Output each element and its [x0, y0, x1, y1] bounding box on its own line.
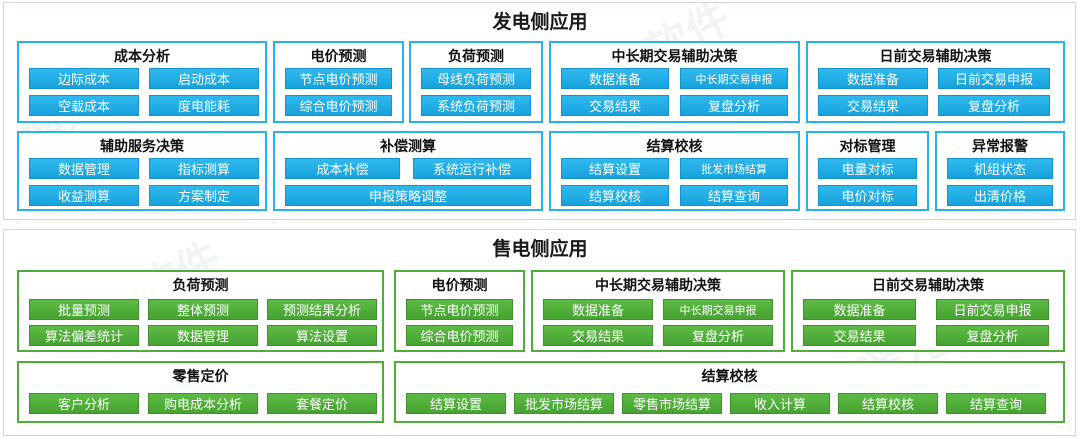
gen-ancillary-service-box: 辅助服务决策 数据管理 指标测算 收益测算 方案制定 — [17, 131, 267, 211]
sell-load-btn-analysis[interactable]: 预测结果分析 — [267, 299, 377, 320]
retail-side-title: 售电侧应用 — [492, 238, 588, 260]
gen-settlement-box: 结算校核 结算设置 批发市场结算 结算校核 结算查询 — [549, 131, 800, 211]
gen-aux-btn-plan[interactable]: 方案制定 — [149, 185, 259, 206]
box-title: 日前交易辅助决策 — [872, 278, 984, 294]
box-title: 补偿测算 — [380, 139, 436, 155]
gen-cost-btn-noload[interactable]: 空载成本 — [29, 95, 139, 116]
gen-price-btn-node[interactable]: 节点电价预测 — [285, 68, 392, 89]
box-title: 对标管理 — [839, 139, 896, 155]
gen-comp-btn-strategy[interactable]: 申报策略调整 — [285, 185, 531, 206]
gen-day-btn-review[interactable]: 复盘分析 — [938, 95, 1050, 116]
gen-aux-btn-index[interactable]: 指标测算 — [149, 158, 259, 179]
gen-comp-btn-system[interactable]: 系统运行补偿 — [413, 158, 531, 179]
sell-price-btn-composite[interactable]: 综合电价预测 — [406, 325, 513, 346]
sell-day-btn-review[interactable]: 复盘分析 — [936, 325, 1049, 346]
sell-load-btn-algorithm[interactable]: 算法设置 — [267, 325, 377, 346]
gen-cost-analysis-box: 成本分析 边际成本 启动成本 空载成本 度电能耗 — [17, 41, 267, 123]
sell-mid-btn-review[interactable]: 复盘分析 — [663, 325, 773, 346]
sell-settlement-box: 结算校核 结算设置 批发市场结算 零售市场结算 收入计算 结算校核 结算查询 — [394, 361, 1065, 423]
gen-load-forecast-box: 负荷预测 母线负荷预测 系统负荷预测 — [409, 41, 543, 123]
box-title: 负荷预测 — [448, 49, 504, 65]
gen-settle-btn-wholesale[interactable]: 批发市场结算 — [680, 158, 788, 179]
gen-day-btn-data[interactable]: 数据准备 — [818, 68, 928, 89]
gen-settle-btn-setup[interactable]: 结算设置 — [561, 158, 669, 179]
gen-comp-btn-cost[interactable]: 成本补偿 — [285, 158, 400, 179]
sell-settle-btn-query[interactable]: 结算查询 — [946, 393, 1046, 414]
gen-day-btn-result[interactable]: 交易结果 — [818, 95, 928, 116]
gen-compensation-box: 补偿测算 成本补偿 系统运行补偿 申报策略调整 — [273, 131, 543, 211]
sell-price-btn-node[interactable]: 节点电价预测 — [406, 299, 513, 320]
retail-side-panel — [3, 229, 1076, 436]
gen-cost-btn-marginal[interactable]: 边际成本 — [29, 68, 139, 89]
box-title: 结算校核 — [646, 139, 703, 155]
sell-mid-btn-data[interactable]: 数据准备 — [543, 299, 653, 320]
sell-load-btn-data[interactable]: 数据管理 — [148, 325, 258, 346]
sell-retail-pricing-box: 零售定价 客户分析 购电成本分析 套餐定价 — [17, 361, 384, 423]
sell-midlong-trade-box: 中长期交易辅助决策 数据准备 中长期交易申报 交易结果 复盘分析 — [531, 270, 785, 352]
gen-benchmark-box: 对标管理 电量对标 电价对标 — [806, 131, 929, 211]
sell-retail-btn-package[interactable]: 套餐定价 — [267, 393, 377, 414]
gen-cost-btn-energy[interactable]: 度电能耗 — [149, 95, 259, 116]
generation-side-title: 发电侧应用 — [492, 11, 588, 33]
gen-settle-btn-check[interactable]: 结算校核 — [561, 185, 669, 206]
sell-day-btn-result[interactable]: 交易结果 — [803, 325, 916, 346]
sell-load-btn-batch[interactable]: 批量预测 — [29, 299, 139, 320]
sell-dayahead-trade-box: 日前交易辅助决策 数据准备 日前交易申报 交易结果 复盘分析 — [791, 270, 1065, 352]
sell-load-btn-deviation[interactable]: 算法偏差统计 — [29, 325, 139, 346]
gen-load-btn-bus[interactable]: 母线负荷预测 — [421, 68, 531, 89]
gen-aux-btn-income[interactable]: 收益测算 — [29, 185, 139, 206]
sell-retail-btn-cost[interactable]: 购电成本分析 — [148, 393, 258, 414]
gen-cost-btn-startup[interactable]: 启动成本 — [149, 68, 259, 89]
sell-settle-btn-retail[interactable]: 零售市场结算 — [622, 393, 722, 414]
sell-settle-btn-setup[interactable]: 结算设置 — [406, 393, 506, 414]
gen-price-forecast-box: 电价预测 节点电价预测 综合电价预测 — [273, 41, 404, 123]
gen-alarm-btn-unit[interactable]: 机组状态 — [947, 158, 1053, 179]
sell-load-forecast-box: 负荷预测 批量预测 整体预测 预测结果分析 算法偏差统计 数据管理 算法设置 — [17, 270, 384, 352]
gen-alarm-btn-clearing[interactable]: 出清价格 — [947, 185, 1053, 206]
box-title: 结算校核 — [701, 369, 758, 385]
gen-mid-btn-data[interactable]: 数据准备 — [561, 68, 669, 89]
box-title: 中长期交易辅助决策 — [611, 49, 738, 65]
gen-load-btn-system[interactable]: 系统负荷预测 — [421, 95, 531, 116]
sell-retail-btn-customer[interactable]: 客户分析 — [29, 393, 139, 414]
box-title: 日前交易辅助决策 — [879, 49, 992, 65]
gen-mid-btn-declare[interactable]: 中长期交易申报 — [680, 68, 788, 89]
box-title: 电价预测 — [310, 49, 367, 65]
gen-midlong-trade-box: 中长期交易辅助决策 数据准备 中长期交易申报 交易结果 复盘分析 — [549, 41, 800, 123]
sell-settle-btn-wholesale[interactable]: 批发市场结算 — [514, 393, 614, 414]
box-title: 辅助服务决策 — [100, 139, 184, 155]
sell-settle-btn-income[interactable]: 收入计算 — [730, 393, 830, 414]
box-title: 电价预测 — [431, 278, 488, 294]
sell-load-btn-overall[interactable]: 整体预测 — [148, 299, 258, 320]
box-title: 成本分析 — [114, 49, 170, 65]
generation-side-panel — [3, 2, 1076, 220]
box-title: 中长期交易辅助决策 — [595, 278, 721, 294]
sell-day-btn-declare[interactable]: 日前交易申报 — [936, 299, 1049, 320]
box-title: 零售定价 — [172, 369, 229, 385]
gen-aux-btn-data[interactable]: 数据管理 — [29, 158, 139, 179]
gen-mid-btn-result[interactable]: 交易结果 — [561, 95, 669, 116]
gen-mid-btn-review[interactable]: 复盘分析 — [680, 95, 788, 116]
gen-alarm-box: 异常报警 机组状态 出清价格 — [935, 131, 1065, 211]
gen-day-btn-declare[interactable]: 日前交易申报 — [938, 68, 1050, 89]
gen-bench-btn-price[interactable]: 电价对标 — [818, 185, 917, 206]
box-title: 负荷预测 — [172, 278, 229, 294]
sell-day-btn-data[interactable]: 数据准备 — [803, 299, 916, 320]
sell-settle-btn-check[interactable]: 结算校核 — [838, 393, 938, 414]
sell-mid-btn-declare[interactable]: 中长期交易申报 — [663, 299, 773, 320]
box-title: 异常报警 — [972, 139, 1028, 155]
sell-mid-btn-result[interactable]: 交易结果 — [543, 325, 653, 346]
gen-settle-btn-query[interactable]: 结算查询 — [680, 185, 788, 206]
gen-price-btn-composite[interactable]: 综合电价预测 — [285, 95, 392, 116]
sell-price-forecast-box: 电价预测 节点电价预测 综合电价预测 — [394, 270, 525, 352]
gen-bench-btn-quantity[interactable]: 电量对标 — [818, 158, 917, 179]
gen-dayahead-trade-box: 日前交易辅助决策 数据准备 日前交易申报 交易结果 复盘分析 — [806, 41, 1065, 123]
